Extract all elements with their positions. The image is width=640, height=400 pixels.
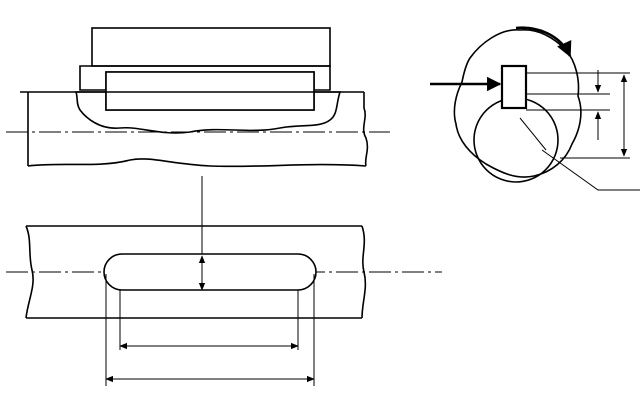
section-view: [6, 27, 390, 168]
rotation-arrow: [515, 26, 572, 58]
end-ext-center: [519, 117, 547, 151]
end-view-hub: [453, 29, 582, 178]
plan-view: [6, 176, 442, 386]
shaft-plan-outline: [25, 225, 367, 319]
key: [105, 71, 315, 111]
hub-section: [91, 27, 331, 67]
end-view: [430, 26, 640, 191]
shaft-hatched-zone: [74, 91, 342, 134]
leader-line: [541, 149, 640, 191]
shaft-outline: [20, 91, 369, 168]
keyway-slot: [103, 253, 317, 291]
end-view-key: [500, 64, 528, 110]
end-view-shaft: [473, 97, 559, 183]
